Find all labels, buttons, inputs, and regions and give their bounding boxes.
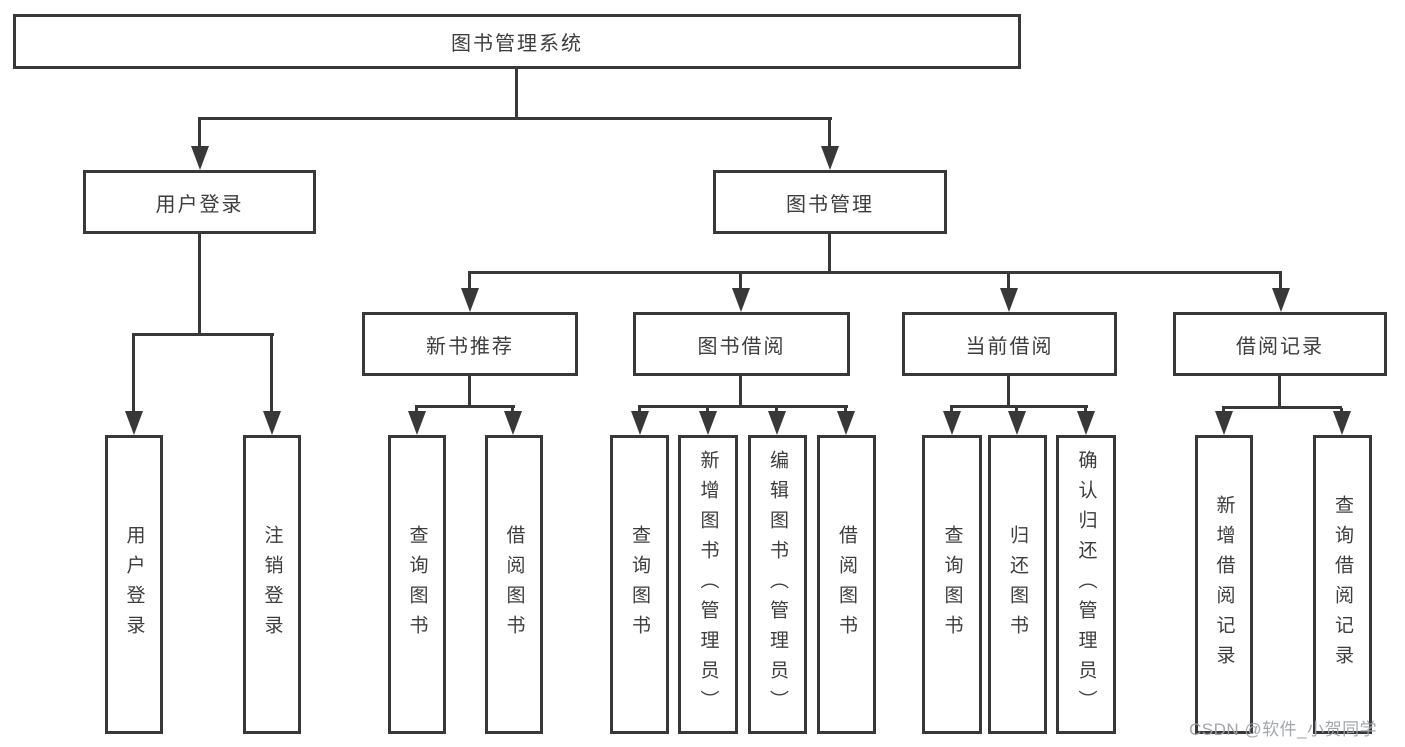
- leaf-query-borrow-record-label: 查询借阅记录: [1332, 494, 1353, 675]
- connector-bookborrow-drop-3: [775, 407, 778, 414]
- arrow-down-leaf-user-login: [125, 411, 143, 435]
- leaf-query-book-3-label: 查询图书: [941, 524, 963, 645]
- arrow-down-leaf-edit-book: [768, 411, 786, 435]
- arrow-down-leaf-confirm-return: [1077, 411, 1095, 435]
- node-root-label: 图书管理系统: [451, 33, 583, 55]
- leaf-confirm-return-admin: 确认归还（管理员）: [1056, 435, 1116, 734]
- leaf-add-borrow-record-label: 新增借阅记录: [1213, 494, 1235, 675]
- connector-userlogin-drop-1: [132, 335, 135, 413]
- arrow-down-current-borrow: [1000, 288, 1018, 312]
- connector-userlogin-stem: [198, 234, 201, 336]
- arrow-down-leaf-query-borrow-record: [1333, 411, 1351, 435]
- leaf-user-login-label: 用户登录: [123, 524, 145, 645]
- arrow-down-leaf-borrow-book-2: [837, 411, 855, 435]
- node-current-borrow: 当前借阅: [902, 312, 1117, 376]
- connector-newbook-drop-2: [511, 407, 514, 414]
- node-new-book-recommend-label: 新书推荐: [426, 335, 514, 358]
- connector-borrowrecord-stem: [1278, 376, 1281, 409]
- leaf-add-book-admin-label: 新增图书（管理员）: [697, 449, 719, 720]
- arrow-down-leaf-borrow-book-1: [504, 411, 522, 435]
- connector-bookmgmt-bus: [468, 271, 1282, 274]
- connector-bookborrow-stem: [739, 376, 742, 408]
- leaf-query-book-2: 查询图书: [610, 435, 669, 734]
- connector-currentborrow-stem: [1007, 376, 1010, 408]
- node-user-login-label: 用户登录: [155, 193, 244, 216]
- node-new-book-recommend: 新书推荐: [362, 312, 578, 376]
- arrow-down-leaf-return-book: [1008, 411, 1026, 435]
- leaf-logout-label: 注销登录: [261, 524, 283, 645]
- node-book-management-label: 图书管理: [786, 193, 874, 216]
- connector-root-bus: [198, 117, 832, 120]
- leaf-user-login: 用户登录: [105, 435, 163, 734]
- connector-root-stem: [515, 68, 518, 118]
- arrow-down-new-book: [461, 288, 479, 312]
- connector-bookmgmt-drop-1: [468, 273, 471, 289]
- leaf-confirm-return-admin-label: 确认归还（管理员）: [1075, 449, 1097, 720]
- node-book-borrow-label: 图书借阅: [697, 335, 786, 358]
- arrow-down-leaf-query-book-2: [631, 411, 649, 435]
- leaf-query-book-2-label: 查询图书: [629, 524, 650, 645]
- leaf-query-book-1: 查询图书: [388, 435, 446, 734]
- arrow-down-book-management: [821, 146, 839, 170]
- arrow-down-leaf-add-borrow-record: [1215, 411, 1233, 435]
- node-book-borrow: 图书借阅: [633, 312, 850, 376]
- connector-borrowrecord-bus: [1222, 406, 1342, 409]
- connector-root-drop-right: [828, 119, 831, 148]
- node-borrow-record-label: 借阅记录: [1236, 335, 1324, 358]
- leaf-return-book-label: 归还图书: [1007, 524, 1028, 645]
- connector-bookmgmt-stem: [828, 234, 831, 274]
- arrow-down-borrow-record: [1272, 288, 1290, 312]
- connector-root-drop-left: [198, 119, 201, 148]
- node-borrow-record: 借阅记录: [1173, 312, 1387, 376]
- arrow-down-leaf-query-book-3: [943, 411, 961, 435]
- leaf-return-book: 归还图书: [988, 435, 1047, 734]
- leaf-add-borrow-record: 新增借阅记录: [1195, 435, 1253, 734]
- leaf-borrow-book-2: 借阅图书: [817, 435, 876, 734]
- connector-currentborrow-drop-1: [950, 407, 953, 414]
- connector-bookborrow-drop-1: [638, 407, 641, 414]
- leaf-borrow-book-2-label: 借阅图书: [836, 524, 857, 645]
- connector-newbook-stem: [468, 376, 471, 408]
- connector-newbook-drop-1: [415, 407, 418, 414]
- leaf-query-borrow-record: 查询借阅记录: [1313, 435, 1372, 734]
- connector-bookborrow-drop-2: [706, 407, 709, 414]
- connector-bookborrow-drop-4: [844, 407, 847, 414]
- leaf-borrow-book-1: 借阅图书: [485, 435, 543, 734]
- connector-userlogin-bus: [132, 333, 274, 336]
- connector-currentborrow-drop-2: [1015, 407, 1018, 414]
- arrow-down-leaf-add-book: [699, 411, 717, 435]
- connector-bookmgmt-drop-4: [1279, 273, 1282, 289]
- connector-currentborrow-bus: [950, 405, 1088, 408]
- csdn-watermark: CSDN @软件_小贺同学: [1189, 720, 1378, 739]
- leaf-add-book-admin: 新增图书（管理员）: [678, 435, 738, 734]
- connector-currentborrow-drop-3: [1084, 407, 1087, 414]
- node-book-management: 图书管理: [713, 170, 947, 234]
- connector-newbook-bus: [415, 405, 515, 408]
- connector-bookmgmt-drop-3: [1007, 273, 1010, 289]
- node-user-login: 用户登录: [83, 170, 316, 234]
- node-current-borrow-label: 当前借阅: [965, 335, 1054, 358]
- leaf-edit-book-admin-label: 编辑图书（管理员）: [767, 449, 788, 720]
- arrow-down-book-borrow: [732, 288, 750, 312]
- leaf-query-book-3: 查询图书: [922, 435, 982, 734]
- arrow-down-leaf-logout: [263, 411, 281, 435]
- leaf-edit-book-admin: 编辑图书（管理员）: [748, 435, 807, 734]
- leaf-borrow-book-1-label: 借阅图书: [503, 524, 525, 645]
- connector-userlogin-drop-2: [270, 335, 273, 413]
- connector-bookborrow-bus: [638, 405, 848, 408]
- leaf-logout: 注销登录: [243, 435, 301, 734]
- connector-bookmgmt-drop-2: [739, 273, 742, 289]
- leaf-query-book-1-label: 查询图书: [406, 524, 428, 645]
- node-root-library-system: 图书管理系统: [13, 14, 1021, 69]
- arrow-down-leaf-query-book-1: [408, 411, 426, 435]
- arrow-down-user-login: [191, 146, 209, 170]
